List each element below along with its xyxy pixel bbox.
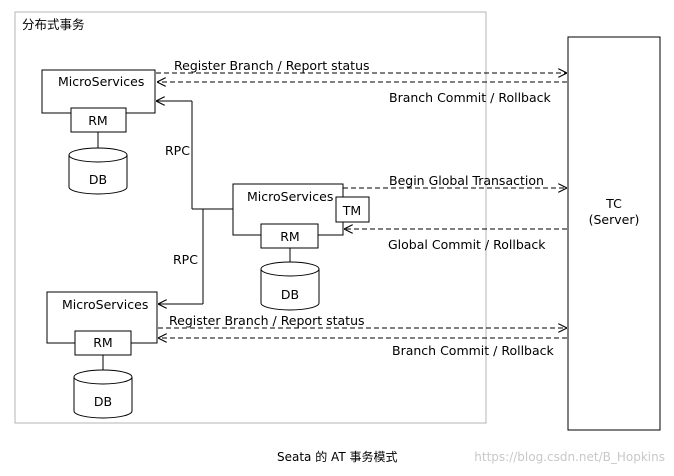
top-microservice: MicroServices RM DB (41, 69, 156, 195)
bottom-db-label: DB (94, 394, 112, 409)
top-rm-label: RM (88, 113, 107, 128)
middle-tm-label: TM (342, 203, 361, 218)
rpc-bottom-label: RPC (173, 252, 198, 267)
bottom-microservice-label: MicroServices (62, 297, 148, 312)
middle-rm-box (260, 223, 319, 249)
middle-db-label: DB (281, 287, 299, 302)
top-microservice-label: MicroServices (58, 74, 144, 89)
bottom-db-top (73, 369, 133, 385)
tc-server-box (567, 36, 661, 431)
top-db-label: DB (89, 172, 107, 187)
rpc-top-label: RPC (165, 143, 190, 158)
top-db-body (68, 155, 128, 195)
middle-tm-box (335, 196, 370, 223)
tc-server-label: TC (605, 196, 622, 211)
bottom-db-body (73, 377, 133, 419)
top-db-top (68, 147, 128, 163)
middle-db-body (260, 269, 320, 311)
bottom-rm-label: RM (93, 335, 112, 350)
bottom-microservice: MicroServices RM DB (46, 291, 158, 419)
top-commit-label: Branch Commit / Rollback (389, 90, 552, 105)
group-label: 分布式事务 (22, 17, 85, 32)
global-commit-label: Global Commit / Rollback (388, 237, 546, 252)
middle-rm-label: RM (280, 229, 299, 244)
bottom-commit-label: Branch Commit / Rollback (392, 343, 555, 358)
watermark: https://blog.csdn.net/B_Hopkins (474, 450, 665, 464)
middle-microservice: MicroServices TM RM DB (232, 183, 370, 311)
middle-db-top (260, 261, 320, 277)
diagram-caption: Seata 的 AT 事务模式 (277, 449, 397, 464)
top-register-label: Register Branch / Report status (174, 58, 370, 73)
distributed-transaction-frame (14, 11, 487, 424)
tc-server-sublabel: (Server) (589, 212, 640, 227)
middle-microservice-label: MicroServices (247, 189, 333, 204)
begin-global-label: Begin Global Transaction (389, 173, 544, 188)
bottom-register-label: Register Branch / Report status (169, 313, 365, 328)
